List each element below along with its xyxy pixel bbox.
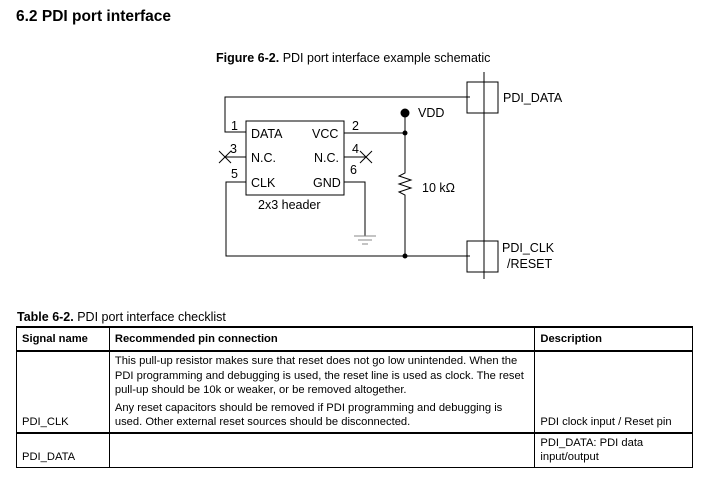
recommendation-paragraph: This pull-up resistor makes sure that re… (114, 355, 524, 396)
table-label: Table 6-2. (17, 310, 74, 324)
nc-x-icon-pin3 (218, 150, 232, 164)
pin-number-1: 1 (231, 119, 238, 133)
resistor-value: 10 kΩ (422, 181, 455, 195)
recommendation-cell (108, 432, 536, 468)
vdd-label: VDD (418, 106, 444, 120)
pin-number-4: 4 (352, 142, 359, 156)
figure-caption: Figure 6-2. PDI port interface example s… (216, 51, 490, 65)
table-caption-text: PDI port interface checklist (73, 310, 226, 324)
description-cell: PDI clock input / Reset pin (534, 350, 693, 434)
column-header-signal: Signal name (16, 326, 110, 352)
signal-cell: PDI_CLK (16, 350, 110, 434)
header-name: 2x3 header (258, 198, 321, 212)
column-header-recommendation: Recommended pin connection (108, 326, 536, 352)
port-box-pdi-data (466, 81, 499, 114)
pin-number-6: 6 (350, 163, 357, 177)
nc-x-icon-pin4 (359, 150, 373, 164)
wire-clk (225, 181, 470, 257)
recommendation-paragraph: Any reset capacitors should be removed i… (114, 401, 503, 429)
wire-gnd (344, 181, 366, 236)
pin-label-nc-right: N.C. (314, 151, 339, 165)
pin-number-3: 3 (230, 142, 237, 156)
port-label-pdi-clk: PDI_CLK (502, 241, 555, 255)
resistor-icon (397, 171, 413, 197)
pin-number-2: 2 (352, 119, 359, 133)
pin-label-gnd: GND (313, 176, 341, 190)
table-row: PDI_DATA PDI_DATA: PDI data input/output (16, 432, 693, 468)
wire-data (224, 96, 470, 133)
port-label-pdi-data: PDI_DATA (503, 91, 563, 105)
figure-label: Figure 6-2. (216, 51, 280, 65)
table-row: PDI_CLK This pull-up resistor makes sure… (16, 350, 693, 434)
junction-dot-vcc (402, 130, 408, 136)
section-title: 6.2 PDI port interface (16, 8, 172, 25)
pin-number-5: 5 (231, 167, 238, 181)
pdi-checklist-table: Signal name Recommended pin connection D… (16, 326, 693, 468)
header-box (245, 120, 345, 196)
column-header-description: Description (534, 326, 693, 352)
junction-dot-clk (402, 253, 408, 259)
pin-label-vcc: VCC (312, 127, 338, 141)
table-header-row: Signal name Recommended pin connection D… (16, 326, 693, 352)
pin-label-nc-left: N.C. (251, 151, 276, 165)
table-caption: Table 6-2. PDI port interface checklist (17, 310, 226, 324)
port-label-reset: /RESET (507, 257, 553, 271)
figure-caption-text: PDI port interface example schematic (279, 51, 491, 65)
ground-icon (354, 235, 376, 245)
description-cell: PDI_DATA: PDI data input/output (534, 432, 693, 468)
pin-label-data: DATA (251, 127, 283, 141)
signal-cell: PDI_DATA (16, 432, 110, 468)
pdi-schematic: 1 DATA 2 VCC 3 N.C. 4 N.C. 5 CLK 6 GND 2… (218, 72, 563, 279)
port-box-pdi-clk (466, 240, 499, 273)
recommendation-cell: This pull-up resistor makes sure that re… (108, 350, 536, 434)
pin-label-clk: CLK (251, 176, 276, 190)
